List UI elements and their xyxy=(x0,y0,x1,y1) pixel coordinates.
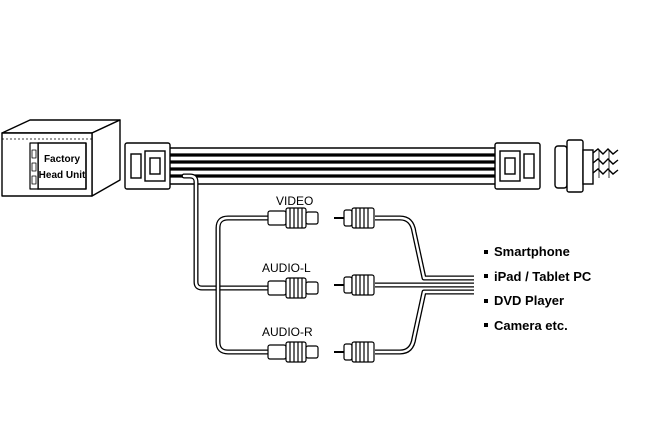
list-item: iPad / Tablet PC xyxy=(484,265,591,290)
compatible-devices-list: Smartphone iPad / Tablet PC DVD Player C… xyxy=(484,240,591,338)
device-label: iPad / Tablet PC xyxy=(494,268,592,284)
device-label: Smartphone xyxy=(494,244,570,259)
rca-jack-video xyxy=(267,207,319,229)
label-video: VIDEO xyxy=(276,194,313,208)
left-harness-connector xyxy=(124,142,171,190)
rca-left-loop-cable xyxy=(215,215,268,355)
head-unit-label-line1: Factory xyxy=(44,154,81,165)
device-label: DVD Player xyxy=(494,293,565,308)
bullet-icon xyxy=(484,298,488,303)
right-harness-connector xyxy=(494,142,541,190)
list-item: DVD Player xyxy=(484,289,591,314)
rca-plug-audio-r xyxy=(334,341,375,363)
head-unit-label-line2: Head Unit xyxy=(39,170,86,181)
factory-head-unit xyxy=(1,119,121,197)
label-audio-r: AUDIO-R xyxy=(262,325,313,339)
label-audio-l: AUDIO-L xyxy=(262,261,311,275)
rca-plug-video xyxy=(334,207,375,229)
bullet-icon xyxy=(484,274,488,279)
bullet-icon xyxy=(484,249,488,254)
bullet-icon xyxy=(484,323,488,328)
main-ribbon-cable xyxy=(170,147,495,185)
list-item: Smartphone xyxy=(484,240,591,265)
list-item: Camera etc. xyxy=(484,314,591,339)
vehicle-plug xyxy=(554,139,619,193)
rca-plug-audio-l xyxy=(334,274,375,296)
rca-jack-audio-l xyxy=(267,277,319,299)
device-label: Camera etc. xyxy=(494,317,568,333)
rca-jack-audio-r xyxy=(267,341,319,363)
